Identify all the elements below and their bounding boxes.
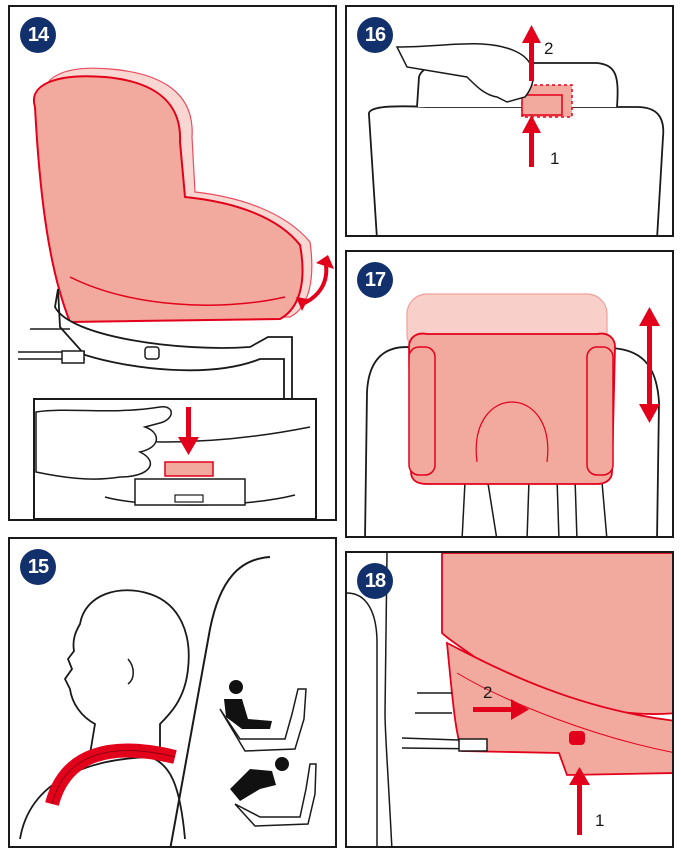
step-18-badge: 18 xyxy=(357,563,393,599)
harness-position-illustration xyxy=(19,556,317,846)
step-18-panel: 18 2 1 xyxy=(345,551,674,848)
seat-recline-illustration xyxy=(18,67,334,519)
step-14-panel: 14 xyxy=(8,5,337,521)
step-17-badge: 17 xyxy=(357,262,393,298)
arrow-2-label: 2 xyxy=(483,683,493,702)
step-14-badge: 14 xyxy=(20,17,56,53)
arrow-1-label: 1 xyxy=(550,149,560,168)
step-15-badge: 15 xyxy=(20,549,56,585)
headrest-height-illustration xyxy=(364,293,660,536)
step-15-panel: 15 xyxy=(8,537,337,848)
step-16-panel: 16 2 1 xyxy=(345,5,674,237)
step-16-badge: 16 xyxy=(357,17,393,53)
arrow-2-label: 2 xyxy=(544,39,554,58)
arrow-1-label: 1 xyxy=(595,811,605,830)
step-17-panel: 17 xyxy=(345,250,674,538)
headrest-release-illustration xyxy=(368,25,665,235)
base-release-illustration xyxy=(347,553,672,846)
